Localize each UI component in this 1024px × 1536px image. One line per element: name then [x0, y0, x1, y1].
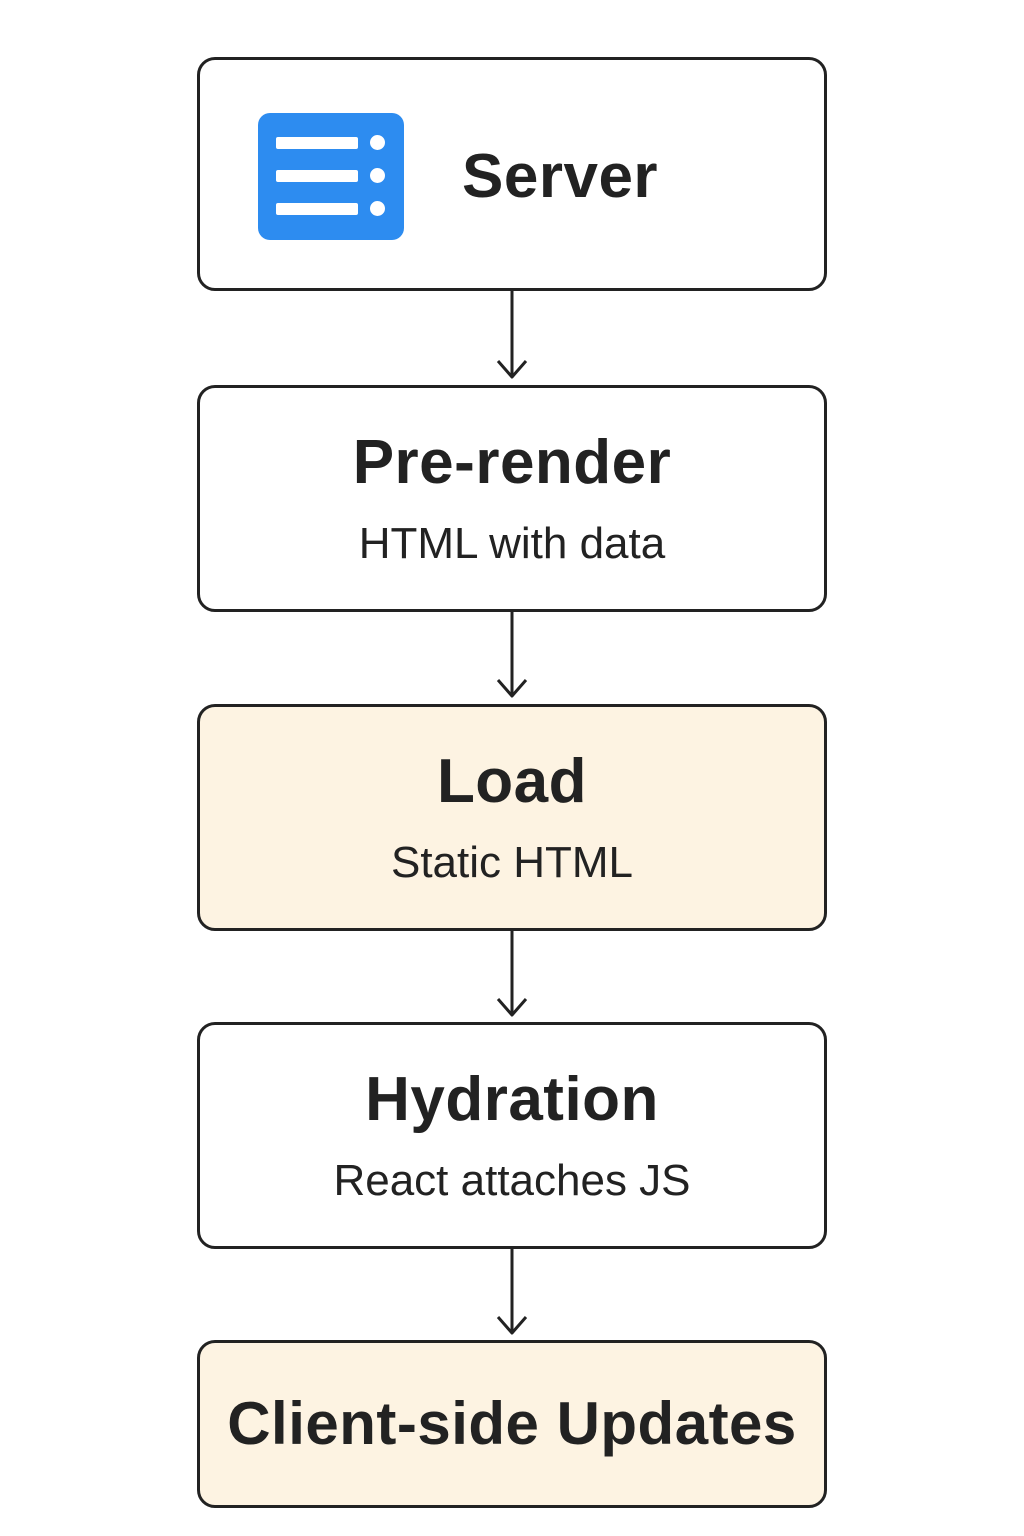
step-title: Client-side Updates [227, 1390, 797, 1457]
down-arrow-icon [496, 931, 528, 1019]
step-title: Load [436, 746, 588, 816]
step-server-box: Server [197, 57, 827, 291]
down-arrow-icon [496, 612, 528, 700]
step-load-box: Load Static HTML [197, 704, 827, 931]
step-client-updates-box: Client-side Updates [197, 1340, 827, 1508]
down-arrow-icon [496, 1249, 528, 1337]
down-arrow-icon [496, 291, 528, 381]
step-subtitle: React attaches JS [333, 1155, 691, 1205]
step-subtitle: HTML with data [358, 518, 666, 568]
step-title: Pre-render [352, 427, 672, 497]
server-list-icon [258, 113, 404, 240]
step-subtitle: Static HTML [390, 837, 634, 887]
step-title: Server [462, 142, 659, 211]
step-hydration-box: Hydration React attaches JS [197, 1022, 827, 1249]
step-title: Hydration [365, 1064, 659, 1134]
step-prerender-box: Pre-render HTML with data [197, 385, 827, 612]
